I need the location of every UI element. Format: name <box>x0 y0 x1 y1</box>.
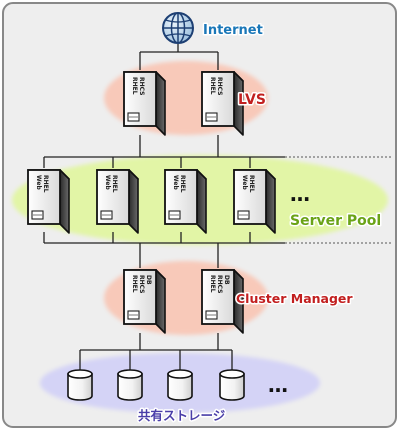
server-label: RHELRHCSDB <box>131 275 152 293</box>
server-label: WebRHEL <box>104 175 118 193</box>
cluster-server-icon: RHELRHCSDB <box>123 269 166 334</box>
cluster-manager-label: Cluster Manager <box>236 291 353 306</box>
server-label: RHELRHCS <box>131 77 145 95</box>
storage-disk-icon <box>219 369 245 401</box>
more-servers-ellipsis: … <box>290 182 310 206</box>
web-server-icon: WebRHEL <box>96 169 139 234</box>
server-label: WebRHEL <box>241 175 255 193</box>
lvs-servers: RHELRHCS RHELRHCS <box>123 71 244 136</box>
server-label: RHELRHCS <box>209 77 223 95</box>
cluster-manager-servers: RHELRHCSDB RHELRHCSDB <box>123 269 244 334</box>
lvs-label: LVS <box>238 92 266 108</box>
web-servers: WebRHEL WebRHEL WebRHEL WebRHEL <box>27 169 276 234</box>
cluster-server-icon: RHELRHCSDB <box>201 269 244 334</box>
web-server-icon: WebRHEL <box>233 169 276 234</box>
shared-storage-label: 共有ストレージ <box>138 408 226 423</box>
network-links-extension <box>285 156 392 244</box>
web-server-icon: WebRHEL <box>27 169 70 234</box>
network-links <box>43 44 285 370</box>
storage-disk-icon <box>67 369 93 401</box>
internet-label: Internet <box>203 23 263 38</box>
server-label: WebRHEL <box>35 175 49 193</box>
lvs-server-icon: RHELRHCS <box>201 71 244 136</box>
shared-storage-disks <box>67 369 245 401</box>
server-pool-label: Server Pool <box>290 213 381 229</box>
internet-globe-icon <box>162 12 194 44</box>
lvs-server-icon: RHELRHCS <box>123 71 166 136</box>
storage-disk-icon <box>167 369 193 401</box>
more-disks-ellipsis: … <box>268 373 288 397</box>
server-label: RHELRHCSDB <box>209 275 230 293</box>
storage-disk-icon <box>117 369 143 401</box>
web-server-icon: WebRHEL <box>164 169 207 234</box>
server-label: WebRHEL <box>172 175 186 193</box>
